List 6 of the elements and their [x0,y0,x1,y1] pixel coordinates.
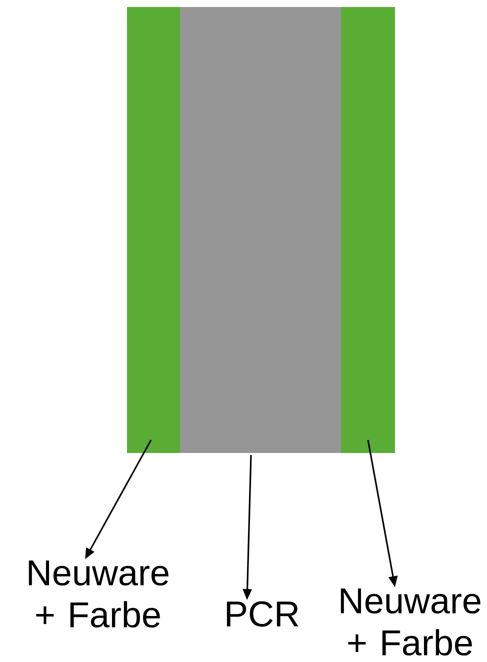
layer-band [341,7,395,453]
layer-band [180,7,341,453]
layer-label: Neuware + Farbe [28,560,168,628]
layer-label: Neuware + Farbe [340,588,480,656]
layer-label: PCR [226,601,298,627]
layer-band [127,7,180,453]
